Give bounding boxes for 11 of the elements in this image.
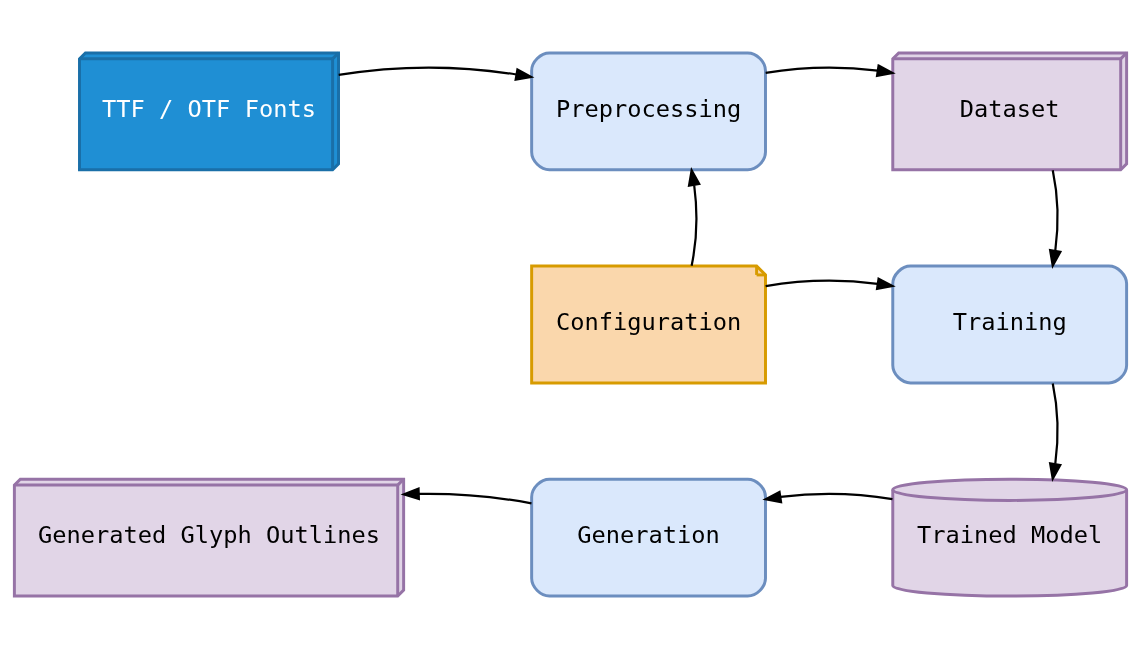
arrow bbox=[1048, 169, 1063, 269]
arrow bbox=[687, 166, 701, 266]
arrow bbox=[762, 489, 893, 503]
arrow bbox=[1048, 382, 1063, 482]
node-box: Training bbox=[891, 264, 1129, 384]
arrow bbox=[765, 63, 896, 77]
arrow bbox=[765, 276, 896, 290]
arrow bbox=[338, 65, 535, 81]
node-box: Preprocessing bbox=[530, 50, 767, 171]
arrow bbox=[400, 486, 532, 504]
node-box: Generation bbox=[530, 477, 767, 598]
